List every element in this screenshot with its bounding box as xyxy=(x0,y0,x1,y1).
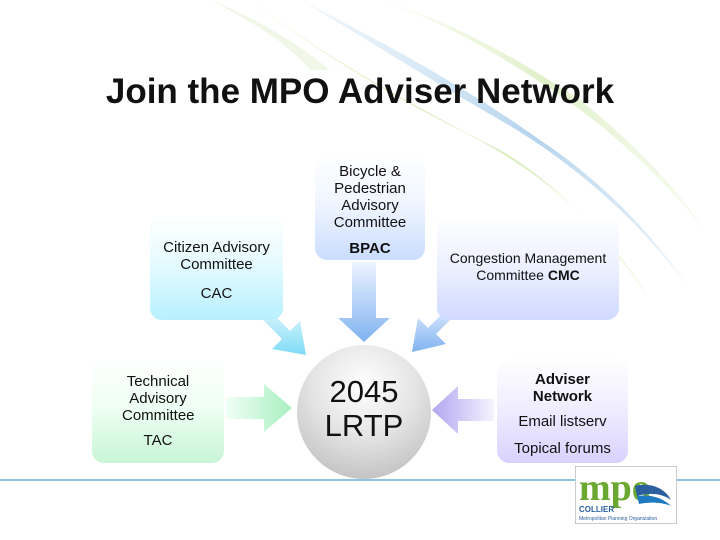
tac-box: Technical Advisory Committee TAC xyxy=(92,355,224,463)
cmc-text: Congestion Management Committee CMC xyxy=(437,215,619,284)
adviser-item-forums: Topical forums xyxy=(497,440,628,457)
lrtp-label: LRTP xyxy=(297,409,431,443)
tac-abbr: TAC xyxy=(92,432,224,449)
bpac-label: Bicycle & Pedestrian Advisory Committee xyxy=(315,155,425,231)
adviser-network-title: Adviser Network xyxy=(497,358,628,405)
top-left-swoosh xyxy=(210,0,330,70)
tac-label: Technical Advisory Committee xyxy=(92,355,224,424)
cac-label: Citizen Advisory Committee xyxy=(150,215,283,273)
collier-mpo-logo: mpo COLLIER Metropolitan Planning Organi… xyxy=(575,466,677,524)
lrtp-year: 2045 xyxy=(297,375,431,409)
logo-sub-text: Metropolitan Planning Organization xyxy=(579,516,657,522)
arrow-adviser-to-center xyxy=(432,386,494,434)
green-swoosh-2 xyxy=(380,0,705,230)
cmc-label: Congestion Management Committee xyxy=(450,250,606,283)
cmc-abbr: CMC xyxy=(548,267,580,283)
cac-box: Citizen Advisory Committee CAC xyxy=(150,215,283,320)
bpac-box: Bicycle & Pedestrian Advisory Committee … xyxy=(315,155,425,260)
arrow-bpac-to-center xyxy=(338,262,390,342)
bpac-abbr: BPAC xyxy=(315,240,425,257)
lrtp-circle: 2045 LRTP xyxy=(297,345,431,479)
cmc-box: Congestion Management Committee CMC xyxy=(437,215,619,320)
cac-abbr: CAC xyxy=(150,285,283,302)
adviser-network-box: Adviser Network Email listserv Topical f… xyxy=(497,358,628,463)
page-title: Join the MPO Adviser Network xyxy=(0,72,720,112)
adviser-item-email: Email listserv xyxy=(497,413,628,430)
logo-collier-text: COLLIER xyxy=(579,505,614,514)
arrow-tac-to-center xyxy=(226,384,292,432)
